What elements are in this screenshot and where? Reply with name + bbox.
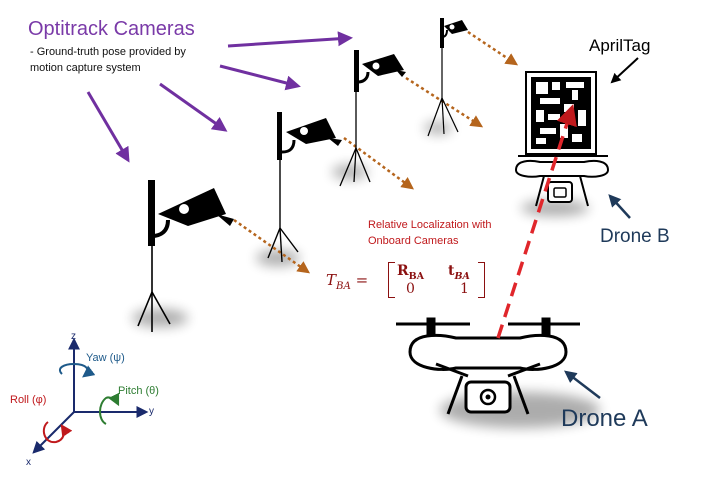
axis-icon <box>32 337 149 454</box>
camera-3 <box>339 50 406 187</box>
ground-shadows <box>132 122 600 428</box>
camera-4 <box>427 18 468 137</box>
y-axis-label: y <box>149 406 154 417</box>
matrix-left-bracket <box>388 262 395 298</box>
pointer-arrow-cam2 <box>159 82 228 132</box>
yaw-arrow <box>58 362 96 378</box>
relative-localization-label-2: Onboard Cameras <box>368 235 459 247</box>
title: Optitrack Cameras <box>28 18 195 40</box>
x-axis <box>32 411 75 454</box>
drone-a <box>396 317 580 415</box>
drone-b-pointer <box>608 194 631 219</box>
drone-a-label: Drone A <box>561 405 648 432</box>
camera-1 <box>137 180 234 332</box>
roll-arrow <box>42 421 73 444</box>
pointer-arrow-cam1 <box>86 91 130 163</box>
relative-localization-label-1: Relative Localization with <box>368 219 492 231</box>
tripod-icon <box>137 246 171 332</box>
yaw-label: Yaw (ψ) <box>86 352 125 364</box>
relative-link-arrow <box>496 104 577 339</box>
pointer-arrow-cam3 <box>219 64 301 91</box>
subtitle-line-2: motion capture system <box>30 62 141 74</box>
apriltag-pointer <box>610 57 639 84</box>
drone-icon <box>408 333 568 371</box>
tripod-icon <box>339 92 371 187</box>
drone-b <box>514 155 610 207</box>
drone-icon <box>514 160 610 178</box>
matrix-translation: tBA <box>448 263 470 282</box>
matrix-zero: 0 <box>406 281 415 297</box>
equation-lhs: TBA = <box>326 271 369 292</box>
apriltag-icon <box>525 71 597 155</box>
camera-icon <box>158 188 226 226</box>
camera-icon <box>362 54 404 76</box>
drone-b-label: Drone B <box>600 226 670 247</box>
apriltag-label: AprilTag <box>589 36 651 55</box>
pointer-arrow-cam4 <box>227 31 353 48</box>
drone-a-pointer <box>564 370 601 399</box>
x-axis-label: x <box>26 457 31 468</box>
camera-2 <box>267 112 342 263</box>
pitch-label: Pitch (θ) <box>118 385 159 397</box>
z-axis-label: z <box>71 331 76 342</box>
tripod-icon <box>267 160 299 263</box>
matrix-right-bracket <box>478 262 485 298</box>
camera-icon <box>444 20 468 34</box>
matrix-rotation: RBA <box>397 263 425 282</box>
matrix-one: 1 <box>460 281 469 297</box>
camera-icon <box>286 118 336 144</box>
roll-label: Roll (φ) <box>10 394 47 406</box>
pitch-arrow <box>99 392 120 425</box>
subtitle-line-1: - Ground-truth pose provided by <box>30 46 186 58</box>
tripod-icon <box>427 48 459 137</box>
pointer-arrows <box>86 31 353 163</box>
